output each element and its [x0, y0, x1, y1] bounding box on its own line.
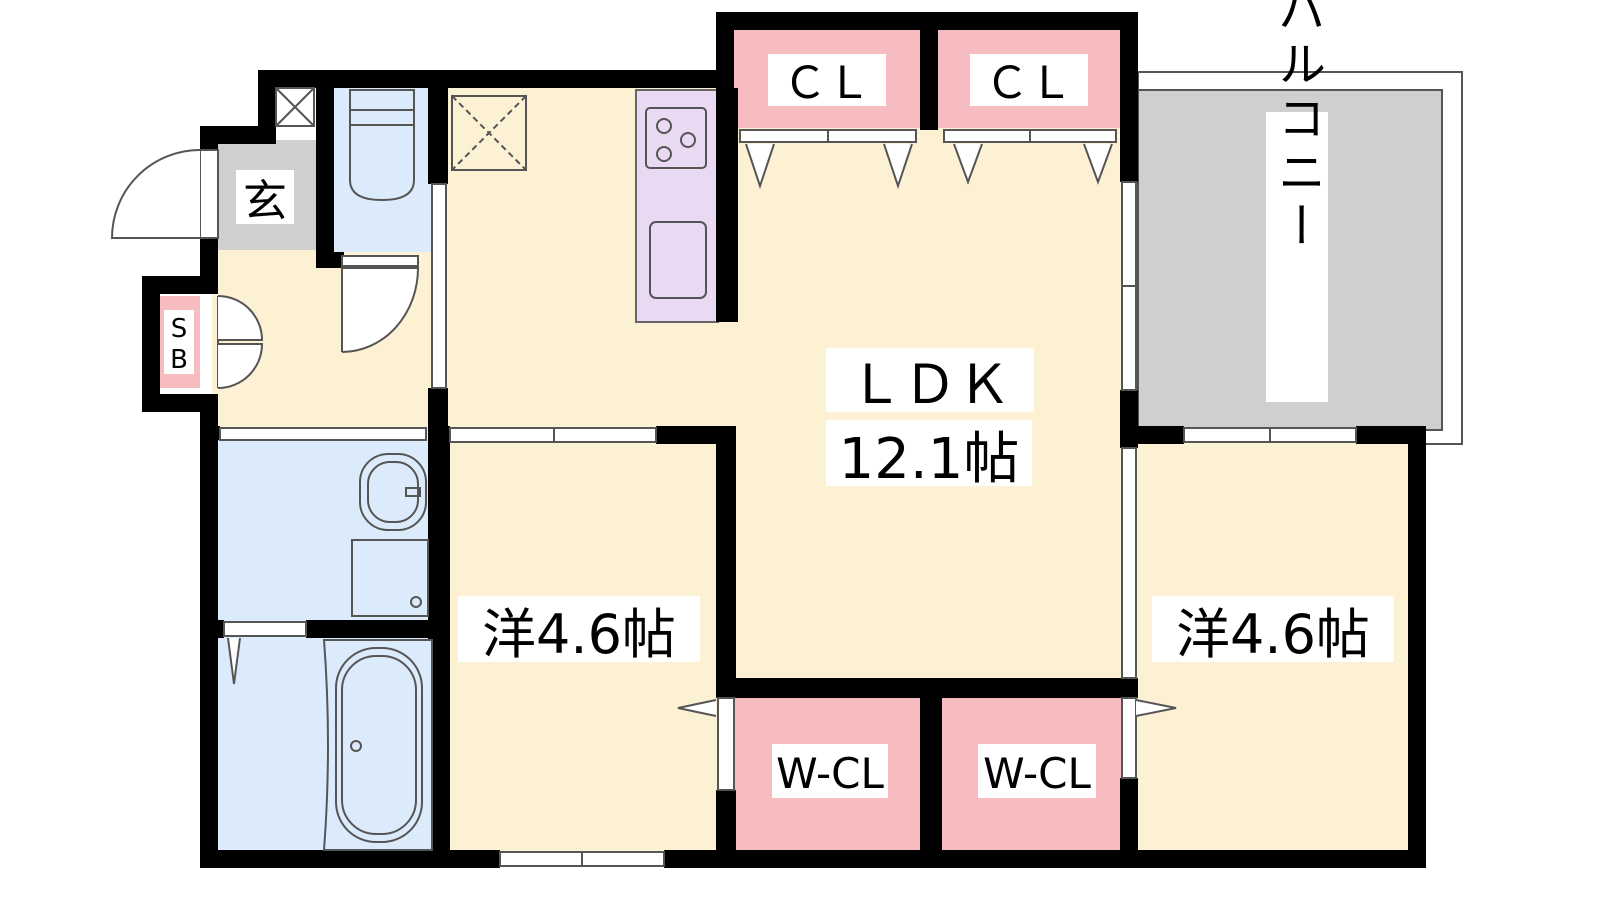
- walkin-left-label: W-CL: [776, 749, 884, 798]
- floor-fills: [160, 28, 1426, 854]
- ldk-size: 12.1帖: [839, 427, 1020, 492]
- entrance-label: 玄: [243, 176, 287, 227]
- label-backgrounds: [164, 54, 1394, 798]
- west-room-label: 洋4.6帖: [482, 603, 676, 666]
- walls: [142, 12, 1426, 868]
- closet-right-label: ＣＬ: [985, 58, 1073, 109]
- balcony-label: バルコニー: [1269, 0, 1325, 255]
- labels: 玄 S B ＣＬ ＣＬ ＬＤＫ 12.1帖 洋4.6帖 洋4.6帖 W-CL W…: [170, 0, 1370, 798]
- openings: [199, 129, 1357, 867]
- walkin-right-label: W-CL: [983, 749, 1091, 798]
- shoe-box-label-s: S: [171, 314, 188, 344]
- ldk-label: ＬＤＫ: [849, 353, 1011, 416]
- fixtures: [110, 87, 1177, 851]
- closet-left-label: ＣＬ: [783, 58, 871, 109]
- east-room-label: 洋4.6帖: [1176, 603, 1370, 666]
- shoe-box-label-b: B: [170, 345, 188, 375]
